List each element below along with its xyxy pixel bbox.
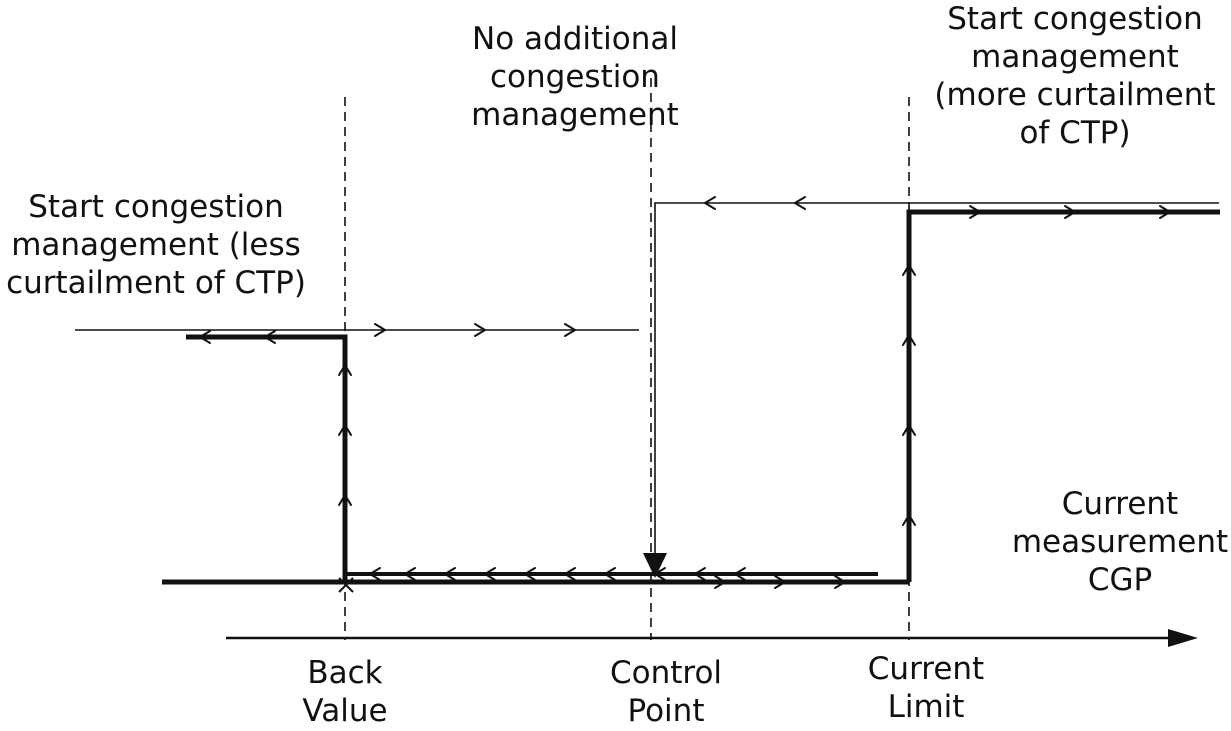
chevron-left-mark (444, 567, 456, 581)
chevron-up-mark (902, 514, 916, 526)
chevron-left-mark (704, 196, 716, 210)
chevron-left-mark (564, 567, 576, 581)
chevron-left-mark (369, 567, 381, 581)
chevron-right-mark (474, 323, 486, 337)
control-point-drop (654, 202, 1219, 558)
chevron-left-mark (734, 567, 746, 581)
chevron-right-mark (1159, 205, 1171, 219)
left-state-label: Start congestion management (less curtai… (6, 189, 306, 301)
chevron-right-mark (834, 575, 846, 589)
chevron-right-mark (714, 575, 726, 589)
chevron-up-mark (902, 424, 916, 436)
chevron-right-mark (969, 205, 981, 219)
chevron-right-mark (374, 323, 386, 337)
x-axis-arrowhead (1168, 629, 1198, 647)
back-value-label: Back Value (302, 655, 388, 729)
chevron-up-mark (338, 494, 352, 506)
chevron-left-mark (404, 567, 416, 581)
middle-state-label: No additional congestion management (471, 21, 679, 133)
chevron-up-mark (902, 334, 916, 346)
current-limit-step (906, 209, 1220, 582)
control-point-drop-arrowhead (643, 553, 667, 578)
back-value-step (186, 334, 348, 583)
chevron-left-mark (794, 196, 806, 210)
chevron-up-mark (338, 364, 352, 376)
control-point-label: Control Point (609, 655, 723, 729)
chevron-left-mark (694, 567, 706, 581)
chevron-left-mark (199, 330, 211, 344)
direction-chevrons (199, 196, 1171, 589)
current-limit-label: Current Limit (867, 651, 985, 725)
chevron-left-mark (484, 567, 496, 581)
chevron-up-mark (902, 264, 916, 276)
chevron-up-mark (338, 424, 352, 436)
right-state-label: Start congestion management (more curtai… (934, 1, 1216, 151)
chevron-left-mark (604, 567, 616, 581)
axis-title-label: Current measurement CGP (1011, 486, 1229, 598)
chevron-left-mark (654, 567, 666, 581)
chevron-right-mark (1064, 205, 1076, 219)
chevron-left-mark (264, 330, 276, 344)
chevron-left-mark (524, 567, 536, 581)
chevron-right-mark (564, 323, 576, 337)
back-value-bottom-arrow (338, 577, 354, 593)
chevron-right-mark (774, 575, 786, 589)
